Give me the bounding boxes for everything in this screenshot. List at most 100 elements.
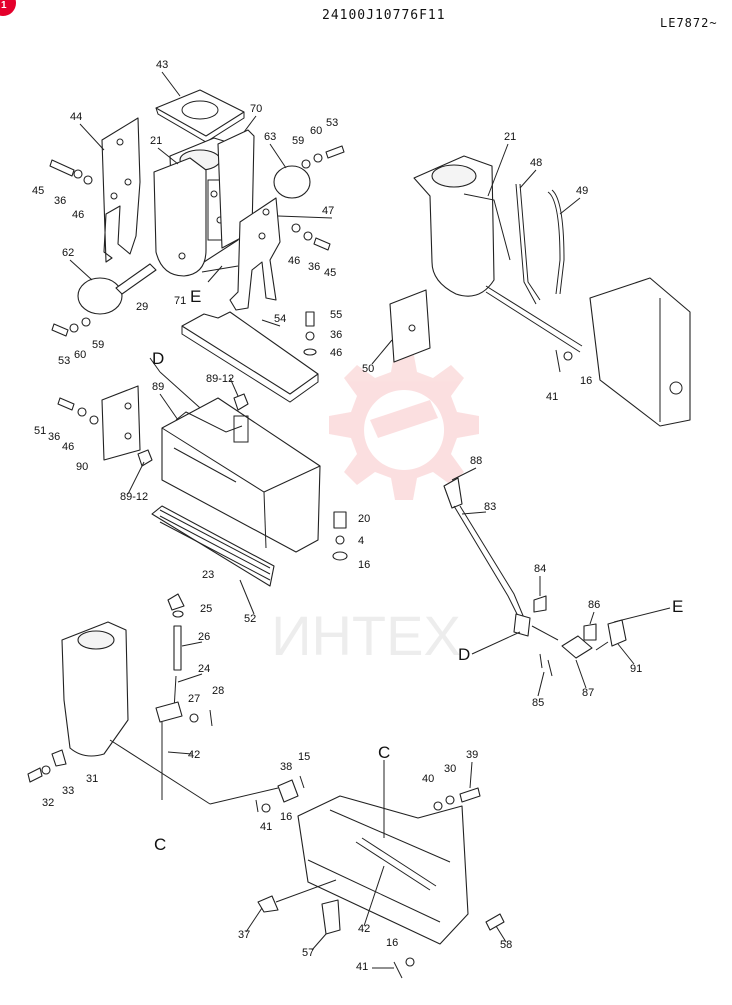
shaft-29 [115, 263, 157, 295]
bolt-58 [485, 913, 505, 931]
watermark-gear [329, 350, 479, 500]
callout-53: 53 [58, 355, 70, 367]
callout-41: 41 [356, 961, 368, 973]
callout-16: 16 [580, 375, 592, 387]
callout-23: 23 [202, 569, 214, 581]
callout-29: 29 [136, 301, 148, 313]
callout-55: 55 [330, 309, 342, 321]
leader-lines [69, 71, 635, 969]
callout-60: 60 [310, 125, 322, 137]
section-letter-C-left: C [154, 835, 166, 854]
callout-83: 83 [484, 501, 496, 513]
housing-21-installed [413, 155, 495, 297]
bracket-90 [57, 385, 141, 461]
switch-57 [321, 899, 341, 935]
upper-left-assembly [49, 89, 345, 337]
callout-36: 36 [330, 329, 342, 341]
washer-27 [189, 713, 199, 723]
bolt-20-washers [332, 511, 348, 561]
callout-71: 71 [174, 295, 186, 307]
callout-32: 32 [42, 797, 54, 809]
block-38 [277, 779, 299, 803]
lower-left-assembly [27, 593, 279, 805]
screw-55-washers [303, 311, 317, 356]
section-letter-E-right: E [672, 597, 683, 616]
callout-45: 45 [32, 185, 44, 197]
corner-badge: 1 [0, 0, 16, 16]
bolt-84 [533, 595, 547, 613]
upper-right-assembly [413, 155, 691, 427]
callout-57: 57 [302, 947, 314, 959]
callout-46: 46 [288, 255, 300, 267]
callout-52: 52 [244, 613, 256, 625]
lever-assembly-83 [443, 477, 671, 677]
callout-91: 91 [630, 663, 642, 675]
cover-plate-54 [181, 311, 319, 403]
callout-27: 27 [188, 693, 200, 705]
callout-21: 21 [504, 131, 516, 143]
callout-58: 58 [500, 939, 512, 951]
callout-85: 85 [532, 697, 544, 709]
bolt-washer-set-46-36-45-right [291, 223, 331, 251]
callout-70: 70 [250, 103, 262, 115]
callout-labels: 43 44 70 21 63 59 60 53 45 36 46 47 46 3… [32, 59, 642, 973]
callout-54: 54 [274, 313, 286, 325]
callout-50: 50 [362, 363, 374, 375]
watermark-text: ИНТЕХ [271, 604, 461, 667]
clip-31 [51, 749, 67, 767]
callout-51: 51 [34, 425, 46, 437]
rod-49 [547, 191, 561, 295]
callout-24: 24 [198, 663, 210, 675]
callout-46: 46 [72, 209, 84, 221]
callout-31: 31 [86, 773, 98, 785]
pins-85 [539, 653, 553, 677]
bolt-washer-set-53-60-59-left [51, 317, 91, 337]
gasket-62 [77, 277, 123, 315]
callout-42: 42 [358, 923, 370, 935]
side-bracket-47 [229, 197, 281, 311]
lower-right-assembly [255, 760, 505, 979]
frame-box-89 [137, 357, 348, 587]
callout-89-12: 89-12 [120, 491, 148, 503]
bolt-washer-set-45-36-46-left [49, 159, 93, 185]
callout-89: 89 [152, 381, 164, 393]
front-cover-71 [153, 157, 207, 277]
link-87 [561, 635, 593, 659]
callout-87: 87 [582, 687, 594, 699]
housing-lower [61, 621, 129, 757]
callout-16: 16 [280, 811, 292, 823]
callout-15: 15 [298, 751, 310, 763]
callout-47: 47 [322, 205, 334, 217]
callout-90: 90 [76, 461, 88, 473]
callout-63: 63 [264, 131, 276, 143]
bolt-86 [583, 623, 597, 641]
pin-41-lower [393, 961, 403, 979]
callout-39: 39 [466, 749, 478, 761]
console-panel [589, 277, 691, 427]
callout-36: 36 [308, 261, 320, 273]
spacer-89-12-upper [233, 393, 249, 411]
section-letter-C-bottom: C [378, 743, 390, 762]
callout-37: 37 [238, 929, 250, 941]
callout-43: 43 [156, 59, 168, 71]
bolt-washer-set-59-60-53-right [301, 145, 345, 169]
pin-28 [209, 709, 213, 727]
callout-46: 46 [62, 441, 74, 453]
knob-88 [443, 477, 463, 509]
spacer-89-12-lower [137, 449, 153, 467]
callout-33: 33 [62, 785, 74, 797]
pin-15 [299, 775, 305, 789]
document-code: 24100J10776F11 [322, 8, 446, 23]
callout-45: 45 [324, 267, 336, 279]
corner-badge-text: 1 [1, 0, 7, 11]
callout-46: 46 [330, 347, 342, 359]
sleeve-26 [173, 625, 182, 671]
section-letter-D-top: D [152, 349, 164, 368]
ring-25 [172, 610, 184, 618]
callout-41: 41 [546, 391, 558, 403]
watermark: ИНТЕХ [271, 350, 479, 667]
callout-86: 86 [588, 599, 600, 611]
model-serial-code: LE7872~ [660, 16, 718, 30]
callout-60: 60 [74, 349, 86, 361]
